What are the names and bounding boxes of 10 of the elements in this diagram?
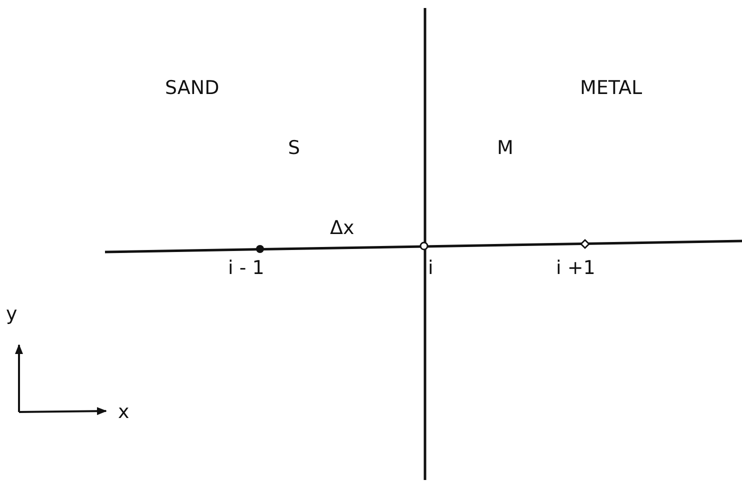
material-label: S [288,137,300,159]
axis-label: y [6,303,18,325]
node-index: i +1 [556,257,596,279]
material-label: M [497,137,514,159]
region-label: SAND [165,77,220,99]
node-index: i [428,257,434,279]
spacing-label: Δx [330,217,354,239]
node-index: i - 1 [228,257,264,279]
axis-label: x [118,401,130,423]
region-label: METAL [580,77,642,99]
